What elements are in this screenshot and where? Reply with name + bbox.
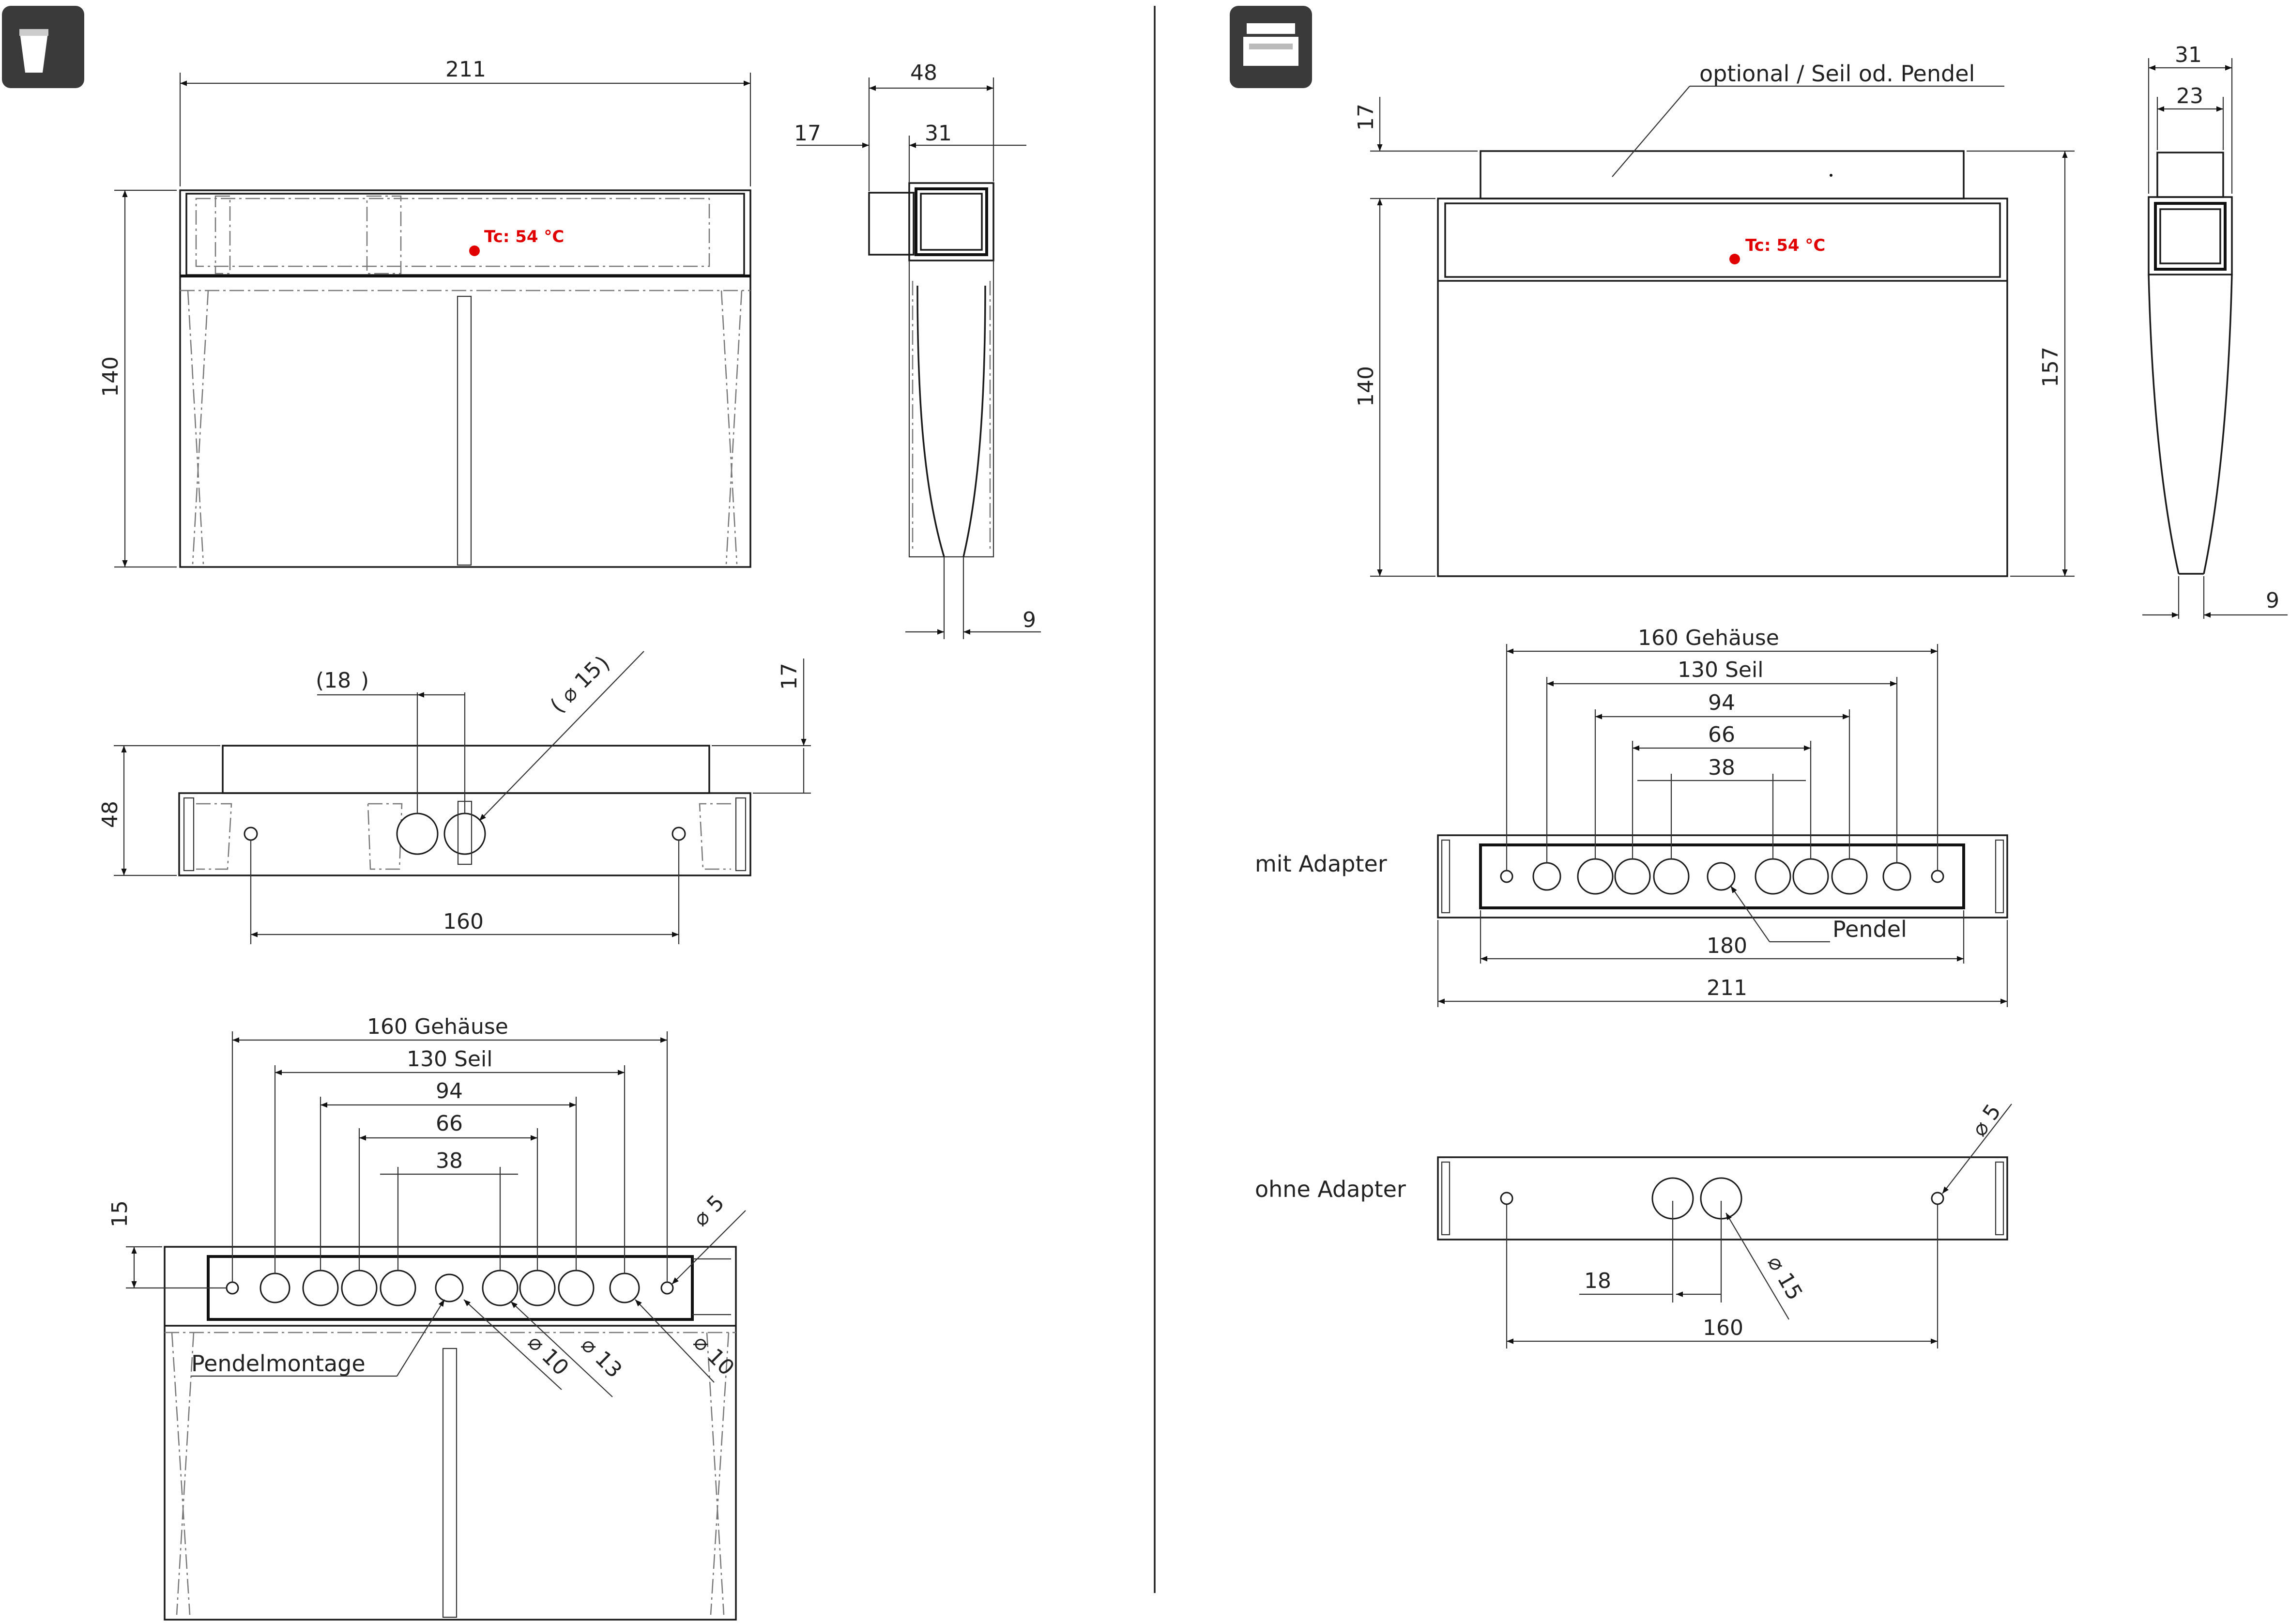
mit-adapter-view: mit Adapter 160 Gehäuse 130 Seil 94 66 bbox=[1255, 626, 2008, 1007]
dim-94: 94 bbox=[436, 1079, 463, 1103]
dim-23: 23 bbox=[2176, 84, 2203, 108]
top-view-left: (18 ) ( ⌀ 15 ) 48 17 160 bbox=[98, 651, 811, 944]
dim-18-right: 18 bbox=[1584, 1269, 1611, 1293]
dim-tip: 9 bbox=[1023, 608, 1036, 632]
tc-label-right: Tc: 54 °C bbox=[1745, 236, 1825, 255]
svg-text:): ) bbox=[361, 668, 369, 693]
dim-160-gehaeuse: 160 Gehäuse bbox=[367, 1014, 508, 1039]
dim-31: 31 bbox=[925, 121, 952, 146]
front-view-left: Tc: 54 °C 211 140 bbox=[98, 57, 751, 568]
dim-dia-10a: ⌀ 10 bbox=[523, 1330, 573, 1380]
side-view-left: 48 17 31 9 bbox=[794, 61, 1041, 639]
dim-48: 48 bbox=[98, 801, 122, 828]
dim-180: 180 bbox=[1707, 934, 1747, 958]
dim-15: 15 bbox=[107, 1200, 132, 1227]
dim-160-right: 160 bbox=[1703, 1316, 1743, 1340]
wall-mount-icon bbox=[2, 6, 84, 88]
dim-140-right: 140 bbox=[1354, 366, 1378, 407]
side-view-right: 31 23 9 bbox=[2142, 43, 2288, 619]
dim-width: 211 bbox=[445, 57, 486, 82]
optional-label: optional / Seil od. Pendel bbox=[1699, 61, 1975, 87]
mount-view-left: 160 Gehäuse 130 Seil 94 66 38 15 ⌀ 5 Pen… bbox=[107, 1014, 746, 1621]
ohne-adapter-label: ohne Adapter bbox=[1255, 1176, 1406, 1202]
tc-measure-point-right bbox=[1729, 254, 1740, 264]
dim-height: 140 bbox=[98, 356, 123, 397]
dim-31-right: 31 bbox=[2175, 43, 2202, 67]
dim-dia-13: ⌀ 13 bbox=[576, 1333, 626, 1383]
dim-160: 160 bbox=[443, 909, 484, 934]
front-view-right: Tc: 54 °C optional / Seil od. Pendel 17 … bbox=[1354, 61, 2075, 577]
ohne-adapter-view: ohne Adapter ⌀ 5 18 ⌀ 15 160 bbox=[1255, 1100, 2012, 1348]
dim-38-right: 38 bbox=[1708, 755, 1735, 780]
dim-dia-15-right: ⌀ 15 bbox=[1762, 1252, 1807, 1304]
ceiling-mount-icon bbox=[1230, 6, 1312, 88]
dim-94-right: 94 bbox=[1708, 690, 1735, 715]
dim-130-seil: 130 Seil bbox=[407, 1047, 492, 1072]
dim-17: 17 bbox=[794, 121, 821, 146]
dim-depth: 48 bbox=[910, 61, 937, 85]
dim-17-rise: 17 bbox=[777, 663, 802, 690]
pendelmontage-label: Pendelmontage bbox=[191, 1350, 366, 1377]
dim-66-right: 66 bbox=[1708, 722, 1735, 747]
tc-label: Tc: 54 °C bbox=[484, 227, 564, 246]
tc-measure-point bbox=[469, 245, 480, 256]
dim-tip-right: 9 bbox=[2266, 588, 2279, 613]
dim-17-right: 17 bbox=[1354, 104, 1378, 131]
dim-dia-5: ⌀ 5 bbox=[688, 1190, 729, 1231]
dim-paren-18: (18 bbox=[316, 668, 351, 693]
pendel-label: Pendel bbox=[1832, 916, 1907, 942]
dim-157: 157 bbox=[2038, 347, 2063, 387]
dim-66: 66 bbox=[436, 1111, 463, 1136]
dim-160-gehaeuse-right: 160 Gehäuse bbox=[1638, 626, 1779, 650]
dim-dia-15: ( ⌀ 15 bbox=[546, 657, 607, 718]
dim-dia-5-right: ⌀ 5 bbox=[1967, 1100, 2006, 1141]
dim-38: 38 bbox=[436, 1149, 463, 1173]
dim-dia-10b: ⌀ 10 bbox=[688, 1330, 739, 1380]
dim-211-right: 211 bbox=[1707, 976, 1747, 1000]
dim-130-seil-right: 130 Seil bbox=[1678, 658, 1763, 682]
mit-adapter-label: mit Adapter bbox=[1255, 851, 1387, 877]
